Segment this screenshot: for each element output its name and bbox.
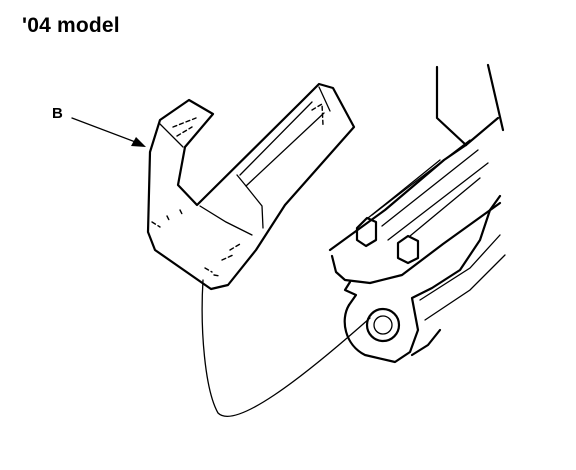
seat-frame <box>328 63 506 364</box>
bolt <box>365 307 401 343</box>
bracket-b <box>146 82 356 291</box>
callout-label-b: B <box>52 105 63 122</box>
rail-rods <box>355 159 481 265</box>
connector-line <box>201 279 371 418</box>
callout-arrow <box>71 117 146 147</box>
diagram-title: '04 model <box>22 14 120 37</box>
